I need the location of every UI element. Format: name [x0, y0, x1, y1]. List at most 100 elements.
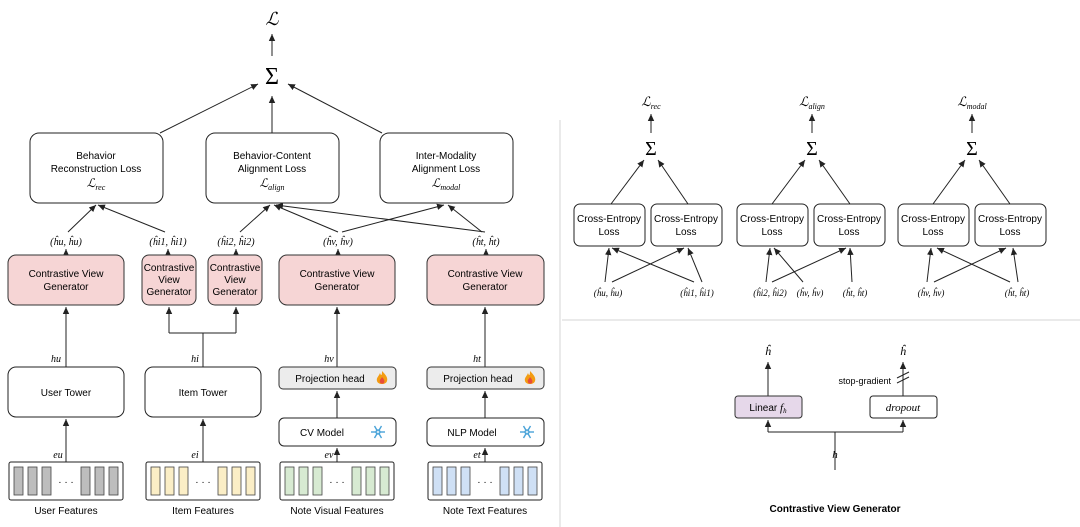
snowflake-icon [371, 425, 385, 439]
linear-layer-box [734, 395, 803, 419]
align-ce1-line1: Cross-Entropy [740, 214, 804, 225]
item-branch-line [169, 332, 236, 367]
arrow-rec-ce2-to-sum [657, 159, 689, 205]
modal-loss-line1: Inter-Modality [416, 151, 477, 162]
h-input-label: h [832, 449, 838, 461]
align-loss-line1: Behavior-Content [233, 151, 311, 162]
rec-loss-line1: Behavior [76, 151, 116, 162]
item2-pair-label: (ĥi2, ĥi2) [217, 235, 255, 248]
feature-token-bar [312, 466, 323, 496]
feature-token-bar [164, 466, 175, 496]
nlp-model-label: NLP Model [447, 428, 496, 439]
feature-dots: · · · [329, 477, 345, 488]
feature-token-bar [231, 466, 242, 496]
feature-token-bar [379, 466, 390, 496]
align-ce2-line2: Loss [838, 227, 859, 238]
user-contrastive-view-generator: Contrastive View Generator [7, 254, 125, 306]
rec-input-1: (ĥu, ĥu) [594, 288, 623, 298]
cvg-branch-line [768, 431, 903, 470]
text-projection-head: Projection head [426, 366, 545, 390]
arrow-rec-in2-to-ce2 [687, 247, 703, 283]
text-gen-line1: Contrastive View [448, 269, 524, 280]
align-input-1: (ĥi2, ĥi2) [753, 288, 787, 298]
item-tower-label: Item Tower [179, 388, 228, 399]
arrow-align-in2-to-ce1 [773, 247, 804, 283]
dropout-label: dropout [886, 402, 921, 414]
arrow-item1-pair-to-rec [97, 204, 166, 233]
rec-group-loss-label: ℒrec [641, 94, 661, 111]
text-projection-label: Projection head [443, 374, 513, 385]
arrow-align-in1-to-ce1 [765, 247, 773, 283]
align-group-loss-label: ℒalign [799, 94, 825, 111]
rec-input-2: (ĥi1, ĥi1) [680, 288, 714, 298]
modal-group-sum: Σ [966, 138, 978, 160]
text-embedding-label: et [473, 450, 480, 461]
feature-dots: · · · [477, 477, 493, 488]
rec-loss-symbol: ℒrec [87, 176, 106, 192]
feature-token-bar [284, 466, 295, 496]
text-hidden-label: ht [473, 354, 481, 365]
arrow-align-in3-to-ce2 [847, 247, 854, 283]
visual-hidden-label: hv [324, 354, 334, 365]
text-gen-line2: Generator [462, 282, 508, 293]
visual-pair-label: (ĥv, ĥv) [323, 235, 353, 248]
item-gen-b-line3: Generator [212, 287, 258, 298]
feature-token-bar [365, 466, 376, 496]
item-gen-a-line1: Contrastive [144, 263, 195, 274]
modal-loss-group: ℒmodal Σ Cross-Entropy Loss Cross-Entrop… [897, 94, 1047, 298]
nlp-model-box: NLP Model [426, 417, 545, 447]
arrow-align-in1-to-ce2 [771, 247, 847, 283]
arrow-modal-in2-to-ce1 [936, 247, 1011, 283]
align-loss-group: ℒalign Σ Cross-Entropy Loss Cross-Entrop… [736, 94, 886, 298]
feature-token-bar [499, 466, 510, 496]
rec-loss-line2: Reconstruction Loss [51, 164, 142, 175]
item-gen-b-line2: View [224, 275, 246, 286]
item-gen-b-line1: Contrastive [210, 263, 261, 274]
rec-loss-group: ℒrec Σ Cross-Entropy Loss Cross-Entropy … [573, 94, 723, 298]
item1-pair-label: (ĥi1, ĥi1) [149, 235, 187, 248]
sum-symbol: Σ [265, 64, 279, 90]
user-tower-label: User Tower [41, 388, 92, 399]
inter-modality-alignment-loss-box: Inter-Modality Alignment Loss ℒmodal [379, 132, 514, 204]
modal-ce2-line1: Cross-Entropy [978, 214, 1042, 225]
feature-token-bar [80, 466, 91, 496]
arrow-visual-pair-to-align [273, 204, 339, 233]
align-input-3: (ĥt, ĥt) [843, 288, 868, 298]
feature-token-bar [298, 466, 309, 496]
stop-gradient-label: stop-gradient [838, 376, 891, 386]
h-hat-left-label: ĥ [765, 344, 772, 358]
behavior-content-alignment-loss-box: Behavior-Content Alignment Loss ℒalign [205, 132, 340, 204]
visual-contrastive-view-generator: Contrastive View Generator [278, 254, 396, 306]
arrow-modal-to-sum [287, 83, 383, 134]
arrow-modal-in2-to-ce2 [1010, 247, 1019, 283]
user-gen-line1: Contrastive View [29, 269, 105, 280]
item-features-block: · · · [145, 461, 261, 501]
rec-ce1-line2: Loss [598, 227, 619, 238]
arrow-align-ce1-to-sum [771, 159, 806, 205]
feature-token-bar [217, 466, 228, 496]
stop-gradient-mark-icon [896, 371, 910, 384]
arrow-rec-ce1-to-sum [610, 159, 645, 205]
user-features-block: · · · [8, 461, 124, 501]
feature-token-bar [432, 466, 443, 496]
rec-ce2-line2: Loss [675, 227, 696, 238]
align-input-2: (ĥv, ĥv) [797, 288, 824, 298]
fire-icon [524, 371, 536, 384]
text-contrastive-view-generator: Contrastive View Generator [426, 254, 545, 306]
arrow-rec-in1-to-ce2 [611, 247, 685, 283]
feature-token-bar [446, 466, 457, 496]
arrow-modal-in1-to-ce1 [926, 247, 934, 283]
arrow-rec-in1-to-ce1 [604, 247, 612, 283]
modal-input-1: (ĥv, ĥv) [918, 288, 945, 298]
item-gen-a-line3: Generator [146, 287, 192, 298]
fire-icon [376, 371, 388, 384]
visual-gen-line1: Contrastive View [300, 269, 376, 280]
feature-token-bar [41, 466, 52, 496]
h-hat-right-label: ĥ [900, 344, 907, 358]
item-tower-box: Item Tower [144, 366, 262, 418]
cv-model-box: CV Model [278, 417, 397, 447]
dropout-box [869, 395, 938, 419]
feature-dots: · · · [58, 477, 74, 488]
user-features-caption: User Features [34, 506, 97, 517]
